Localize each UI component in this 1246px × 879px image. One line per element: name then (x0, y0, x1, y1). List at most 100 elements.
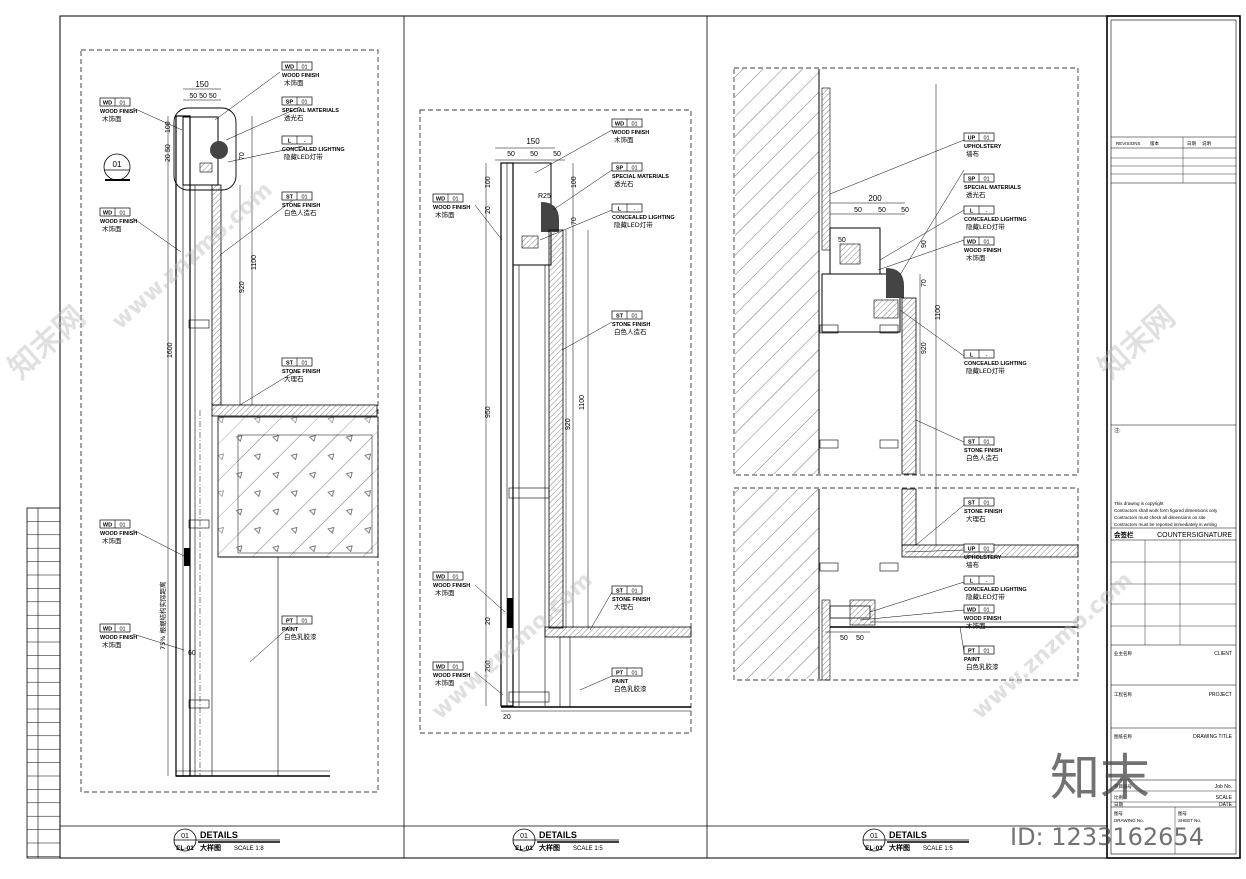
detail-number: 01 (181, 833, 189, 840)
tb-note1: Contractors shall work form figured dime… (1114, 508, 1218, 513)
callout-label-cn: 透光石 (284, 113, 304, 122)
callout-tag: SP (616, 165, 624, 171)
panel-1 (80, 49, 379, 793)
callout-number: 01 (119, 522, 125, 528)
callout-tag: WD (436, 664, 445, 670)
dim-text: 70 (239, 152, 246, 160)
dim-text: 50 (901, 207, 909, 214)
callout-number: - (986, 352, 988, 358)
detail-scale: SCALE 1:8 (234, 846, 264, 852)
callout-label-en: CONCEALED LIGHTING (612, 215, 675, 221)
callout-label-en: WOOD FINISH (964, 248, 1001, 254)
dim-text: R25 (538, 193, 551, 200)
callout-number: 01 (631, 313, 637, 319)
tb-drawing-no: DRAWING No. (1114, 818, 1144, 823)
callout-label-en: UPHOLSTERY (964, 144, 1002, 150)
tb-notes-head: 注: (1114, 427, 1121, 434)
callout-tag: UP (968, 135, 976, 141)
callout-label-cn: 木饰面 (435, 678, 455, 687)
detail-name: 大样图 (200, 843, 221, 852)
dim-text: 950 (485, 406, 492, 418)
callout-label-cn: 大理石 (966, 514, 986, 523)
callout-number: - (986, 578, 988, 584)
callout-number: 01 (452, 196, 458, 202)
dim-text: 60 (188, 650, 196, 657)
dim-text: 1600 (167, 342, 174, 358)
callout-number: - (986, 208, 988, 214)
callout-label-cn: 白色人造石 (966, 453, 999, 462)
dim-text: 100 (571, 176, 578, 188)
detail-number: 01 (870, 833, 878, 840)
dim-text: 90 (921, 240, 928, 248)
callout-label-en: CONCEALED LIGHTING (964, 361, 1027, 367)
tb-scale: SCALE (1216, 795, 1233, 801)
callout-number: 01 (452, 664, 458, 670)
tb-job: Job No. (1215, 784, 1232, 790)
callout-number: 01 (452, 574, 458, 580)
detail-scale: SCALE 1:5 (573, 846, 603, 852)
callout-number: 01 (119, 626, 125, 632)
callout-tag: ST (968, 500, 976, 506)
callout-tag: ST (616, 588, 624, 594)
dim-text: 50 (165, 144, 172, 152)
side-note: 75% 根据结构实际距离 (158, 581, 167, 650)
dim-text: 70 (571, 217, 578, 225)
detail-title: DETAILS (889, 830, 927, 840)
callout-number: 01 (119, 210, 125, 216)
callout-label-en: STONE FINISH (282, 369, 320, 375)
dim-text: 50 (507, 151, 515, 158)
callout-number: 01 (983, 176, 989, 182)
callout-number: 01 (983, 500, 989, 506)
callout-label-en: PAINT (964, 657, 981, 663)
dim-text: 150 (195, 80, 209, 89)
callout-label-en: SPECIAL MATERIALS (612, 174, 669, 180)
tb-job-cn: 项目编号 (1114, 783, 1132, 790)
callout-number: 01 (983, 439, 989, 445)
watermark-brand: 知末 (1050, 749, 1150, 807)
callout-tag: L (288, 138, 292, 144)
dim-text: 50 (553, 151, 561, 158)
callout-label-en: WOOD FINISH (100, 635, 137, 641)
callout-label-cn: 白色乳胶漆 (614, 684, 647, 693)
watermark-site-cn: 知末网 (1092, 300, 1182, 386)
dim-text: 50 (530, 151, 538, 158)
callout-number: 01 (301, 64, 307, 70)
tb-note2: Contractors must check all dimensions on… (1114, 515, 1206, 520)
callout-tag: UP (968, 546, 976, 552)
callout-label-en: CONCEALED LIGHTING (964, 217, 1027, 223)
callout-tag: WD (103, 100, 112, 106)
callout-label-en: SPECIAL MATERIALS (282, 108, 339, 114)
tb-project: PROJECT (1209, 692, 1232, 698)
callout-tag: WD (103, 210, 112, 216)
callout-label-cn: 隐藏LED灯带 (966, 366, 1005, 375)
callout-label-cn: 隐藏LED灯带 (284, 152, 323, 161)
callout-label-en: UPHOLSTERY (964, 555, 1002, 561)
callout-label-en: PAINT (612, 679, 629, 685)
callout-tag: WD (103, 626, 112, 632)
dim-text: 100 (485, 176, 492, 188)
callout-label-cn: 木饰面 (435, 588, 455, 597)
callout-number: 01 (983, 239, 989, 245)
callout-number: 01 (301, 360, 307, 366)
dim-text: 50 (878, 207, 886, 214)
callout-tag: SP (968, 176, 976, 182)
callout-tag: WD (967, 607, 976, 613)
callout-tag: PT (968, 648, 976, 654)
detail-code: EL-01 (515, 845, 533, 852)
callout-number: 01 (631, 670, 637, 676)
callout-label-cn: 木饰面 (102, 536, 122, 545)
callout-label-cn: 木饰面 (102, 640, 122, 649)
